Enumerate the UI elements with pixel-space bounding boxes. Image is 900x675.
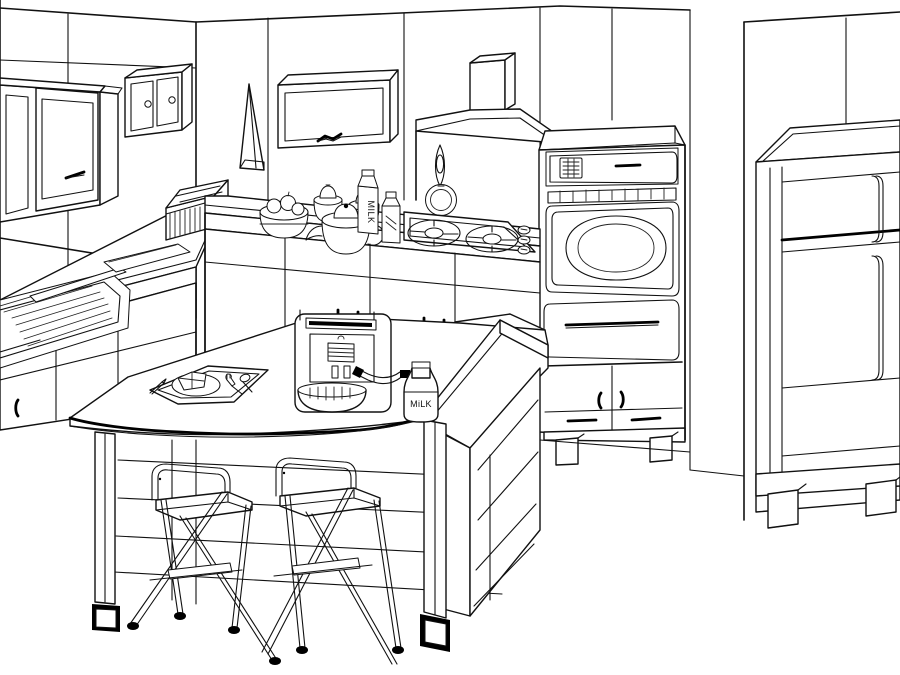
coffee-machine[interactable]	[294, 309, 410, 413]
fruit-bowl[interactable]	[259, 191, 309, 239]
folding-chair-right[interactable]	[261, 457, 404, 665]
upper-wall-cabinet-left[interactable]	[0, 77, 123, 223]
wall-oven-range[interactable]	[538, 125, 686, 466]
upper-wall-cabinet-back[interactable]	[277, 69, 399, 149]
folding-chair-left[interactable]	[127, 463, 281, 665]
juice-bottle[interactable]	[381, 191, 401, 244]
small-two-door-wall-cabinet[interactable]	[124, 63, 193, 138]
hanging-frying-pan	[425, 144, 457, 216]
cutting-board[interactable]	[103, 243, 191, 273]
refrigerator-right[interactable]	[743, 11, 900, 529]
milk-carton-label: MILK	[366, 200, 376, 223]
milk-bottle-label: MiLK	[410, 399, 432, 409]
place-setting[interactable]	[149, 365, 269, 405]
oven-keypad[interactable]	[559, 157, 583, 179]
milk-bottle[interactable]: MiLK	[403, 361, 439, 423]
sink-with-drainboard[interactable]	[0, 267, 131, 369]
range-hood	[415, 52, 557, 201]
floor-lines	[539, 439, 745, 477]
hanging-towel	[239, 83, 265, 171]
gas-cooktop[interactable]	[403, 211, 536, 255]
milk-carton[interactable]: MILK	[357, 169, 379, 235]
